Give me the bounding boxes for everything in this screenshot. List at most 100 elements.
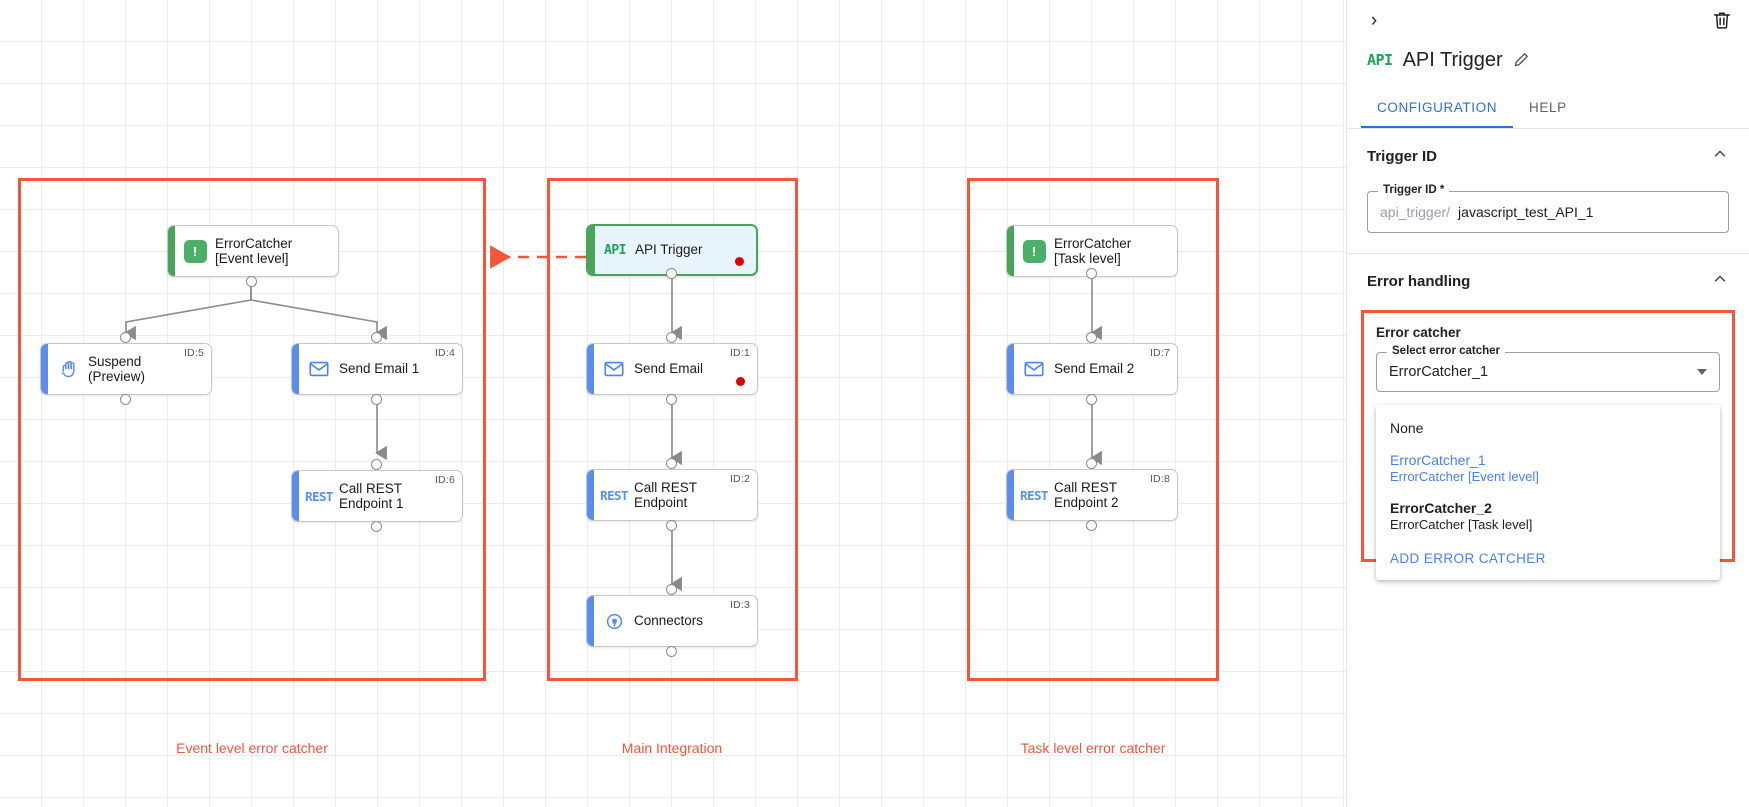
- tab-help[interactable]: HELP: [1529, 100, 1567, 115]
- connectors-icon: [594, 610, 634, 633]
- rest-icon: REST: [1020, 487, 1048, 503]
- node-accent-bar: [1007, 470, 1014, 520]
- node-port-in[interactable]: [371, 459, 382, 470]
- api-icon: API: [604, 242, 626, 258]
- error-catcher-icon: !: [1014, 239, 1054, 263]
- trigger-id-prefix: api_trigger/: [1380, 204, 1451, 220]
- workflow-canvas[interactable]: Event level error catcher Main Integrati…: [0, 0, 1346, 807]
- select-error-catcher[interactable]: Select error catcher ErrorCatcher_1: [1376, 345, 1720, 392]
- collapse-panel-icon[interactable]: ›: [1370, 10, 1378, 31]
- select-error-catcher-value: ErrorCatcher_1: [1389, 364, 1489, 380]
- node-error-indicator: [735, 257, 744, 266]
- node-id-badge: ID:2: [729, 473, 750, 485]
- node-accent-bar: [168, 226, 175, 276]
- node-port-out[interactable]: [666, 268, 677, 279]
- node-port-out[interactable]: [1086, 520, 1097, 531]
- chevron-up-icon[interactable]: [1711, 270, 1729, 292]
- node-port-in[interactable]: [666, 458, 677, 469]
- node-send-email[interactable]: Send Email ID:1: [586, 343, 758, 395]
- menu-item-errorcatcher-1[interactable]: ErrorCatcher_1 ErrorCatcher [Event level…: [1376, 445, 1720, 493]
- node-call-rest-endpoint-1[interactable]: REST Call REST Endpoint 1 ID:6: [291, 470, 463, 522]
- node-port-out[interactable]: [371, 521, 382, 532]
- delete-icon[interactable]: [1711, 9, 1735, 33]
- section-header-error-handling[interactable]: Error handling: [1347, 254, 1749, 306]
- group-label-main-integration: Main Integration: [621, 740, 723, 756]
- node-accent-bar: [292, 471, 299, 521]
- node-id-badge: ID:3: [729, 599, 750, 611]
- node-port-out[interactable]: [666, 520, 677, 531]
- node-id-badge: ID:4: [434, 347, 455, 359]
- node-title: Connectors: [634, 613, 704, 629]
- error-catcher-dropdown-menu: None ErrorCatcher_1 ErrorCatcher [Event …: [1376, 405, 1720, 581]
- api-icon: API: [1367, 51, 1393, 69]
- node-port-in[interactable]: [666, 332, 677, 343]
- node-port-out[interactable]: [1086, 394, 1097, 405]
- node-api-trigger[interactable]: API API Trigger: [586, 224, 758, 276]
- node-error-catcher-event-level[interactable]: ! ErrorCatcher [Event level]: [167, 225, 339, 277]
- node-call-rest-endpoint-2[interactable]: REST Call REST Endpoint 2 ID:8: [1006, 469, 1178, 521]
- node-port-out[interactable]: [666, 646, 677, 657]
- rest-icon: REST: [600, 487, 628, 503]
- node-port-out[interactable]: [246, 276, 257, 287]
- group-label-event-level: Event level error catcher: [176, 740, 328, 756]
- node-accent-bar: [1007, 226, 1014, 276]
- trigger-id-label: Trigger ID *: [1378, 184, 1450, 196]
- node-accent-bar: [41, 344, 48, 394]
- select-error-catcher-label: Select error catcher: [1387, 345, 1506, 357]
- node-title: Send Email 2: [1054, 361, 1135, 377]
- node-suspend-preview[interactable]: Suspend (Preview) ID:5: [40, 343, 212, 395]
- node-port-out[interactable]: [371, 394, 382, 405]
- node-title: API Trigger: [635, 242, 703, 258]
- group-box-task-level: [967, 178, 1219, 681]
- panel-tabs: CONFIGURATION HELP: [1347, 92, 1749, 129]
- suspend-hand-icon: [48, 359, 88, 380]
- node-port-in[interactable]: [371, 332, 382, 343]
- menu-item-errorcatcher-2[interactable]: ErrorCatcher_2 ErrorCatcher [Task level]: [1376, 493, 1720, 541]
- trigger-id-field-wrap: Trigger ID * api_trigger/ javascript_tes…: [1347, 181, 1749, 253]
- group-box-event-level: [18, 178, 486, 681]
- node-title: ErrorCatcher [Task level]: [1054, 235, 1132, 266]
- group-label-task-level: Task level error catcher: [1020, 740, 1166, 756]
- section-header-trigger-id[interactable]: Trigger ID: [1347, 129, 1749, 181]
- node-send-email-2[interactable]: Send Email 2 ID:7: [1006, 343, 1178, 395]
- panel-title-row: API API Trigger: [1347, 42, 1749, 78]
- node-port-in[interactable]: [120, 332, 131, 343]
- menu-item-secondary: ErrorCatcher [Task level]: [1390, 517, 1533, 533]
- page-title: API Trigger: [1402, 48, 1503, 71]
- node-port-in[interactable]: [666, 584, 677, 595]
- node-port-in[interactable]: [1086, 332, 1097, 343]
- node-port-in[interactable]: [1086, 458, 1097, 469]
- panel-toolbar: ›: [1347, 0, 1749, 42]
- node-error-indicator: [736, 377, 745, 386]
- chevron-down-icon[interactable]: [1697, 369, 1707, 375]
- node-call-rest-endpoint[interactable]: REST Call REST Endpoint ID:2: [586, 469, 758, 521]
- section-title: Trigger ID: [1367, 147, 1438, 165]
- email-icon: [299, 358, 339, 380]
- node-accent-bar: [587, 596, 594, 646]
- chevron-up-icon[interactable]: [1711, 145, 1729, 167]
- tab-configuration[interactable]: CONFIGURATION: [1361, 92, 1514, 128]
- node-title: ErrorCatcher [Event level]: [215, 235, 293, 266]
- menu-item-none[interactable]: None: [1376, 413, 1720, 445]
- email-icon: [1014, 358, 1054, 380]
- node-connectors[interactable]: Connectors ID:3: [586, 595, 758, 647]
- node-send-email-1[interactable]: Send Email 1 ID:4: [291, 343, 463, 395]
- node-title: Call REST Endpoint 1: [339, 480, 404, 511]
- add-error-catcher-button[interactable]: ADD ERROR CATCHER: [1390, 551, 1546, 567]
- error-catcher-highlight-box: Error catcher Select error catcher Error…: [1361, 310, 1735, 581]
- properties-panel: › API API Trigger CONFIGURATION HEL: [1346, 0, 1749, 807]
- section-title: Error handling: [1367, 272, 1471, 290]
- email-icon: [594, 358, 634, 380]
- section-divider: [1347, 253, 1749, 254]
- group-box-main-integration: [547, 178, 798, 681]
- node-port-out[interactable]: [120, 394, 131, 405]
- node-id-badge: ID:8: [1149, 473, 1170, 485]
- node-port-out[interactable]: [1086, 268, 1097, 279]
- node-accent-bar: [1007, 344, 1014, 394]
- node-id-badge: ID:1: [729, 347, 750, 359]
- node-id-badge: ID:7: [1149, 347, 1170, 359]
- node-title: Suspend (Preview): [88, 353, 146, 384]
- trigger-id-input[interactable]: Trigger ID * api_trigger/ javascript_tes…: [1367, 184, 1729, 233]
- edit-pencil-icon[interactable]: [1513, 51, 1531, 69]
- node-port-out[interactable]: [666, 394, 677, 405]
